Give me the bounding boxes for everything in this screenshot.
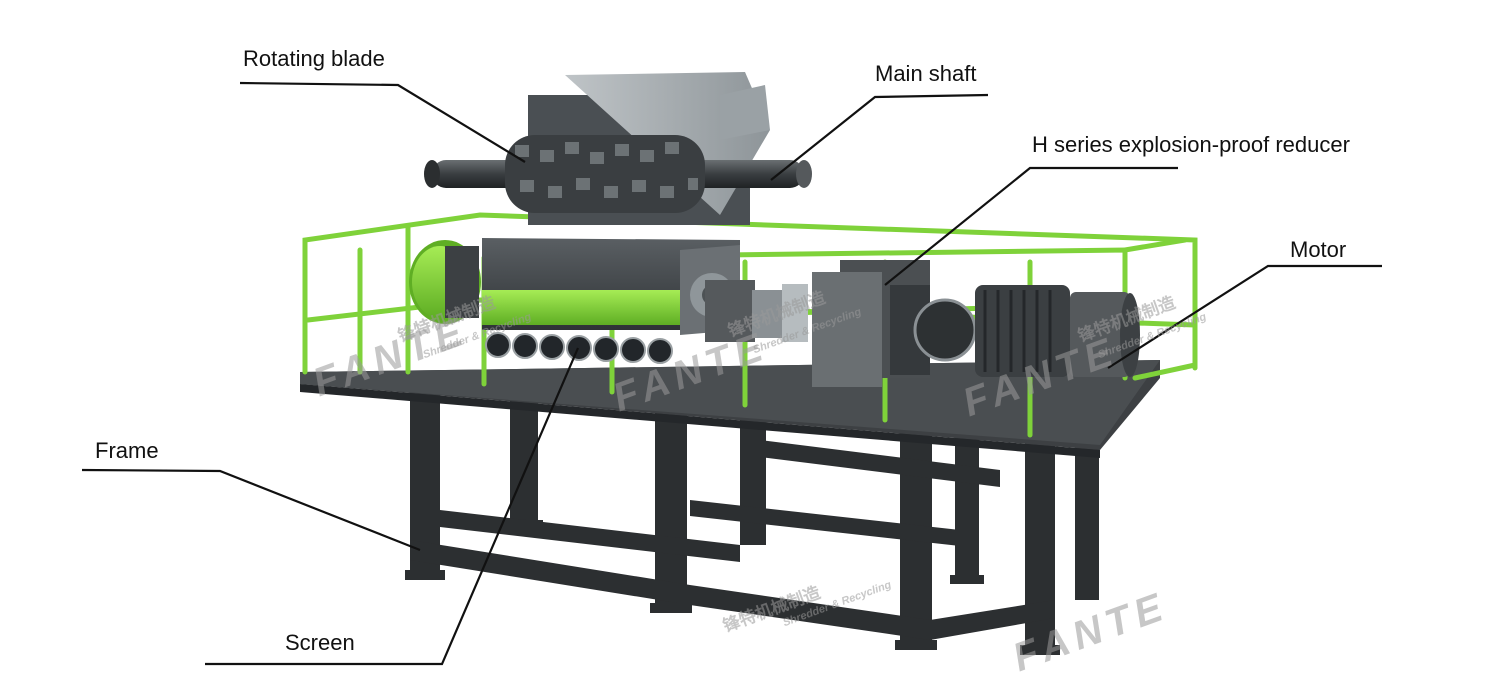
leader-frame: [81, 468, 421, 552]
leader-motor: [1107, 264, 1382, 369]
label-motor: Motor: [1290, 237, 1347, 262]
rotor-assembly: [424, 135, 812, 213]
reducer-gearbox: [812, 260, 930, 387]
coupling: [705, 280, 808, 342]
motor-unit: [913, 285, 1140, 377]
flywheel: [409, 240, 481, 324]
label-screen: Screen: [285, 630, 355, 655]
label-reducer: H series explosion-proof reducer: [1032, 132, 1350, 157]
screen-openings: [485, 332, 673, 364]
cutting-chamber: [482, 238, 740, 335]
leader-screen: [205, 347, 580, 666]
label-rotating-blade: Rotating blade: [243, 46, 385, 71]
label-frame: Frame: [95, 438, 159, 463]
leader-lines: [81, 81, 1382, 666]
leader-reducer: [884, 166, 1178, 286]
leader-main-shaft: [770, 93, 989, 181]
leader-rotating-blade: [239, 81, 526, 163]
label-main-shaft: Main shaft: [875, 61, 977, 86]
platform-deck: [300, 360, 1160, 458]
